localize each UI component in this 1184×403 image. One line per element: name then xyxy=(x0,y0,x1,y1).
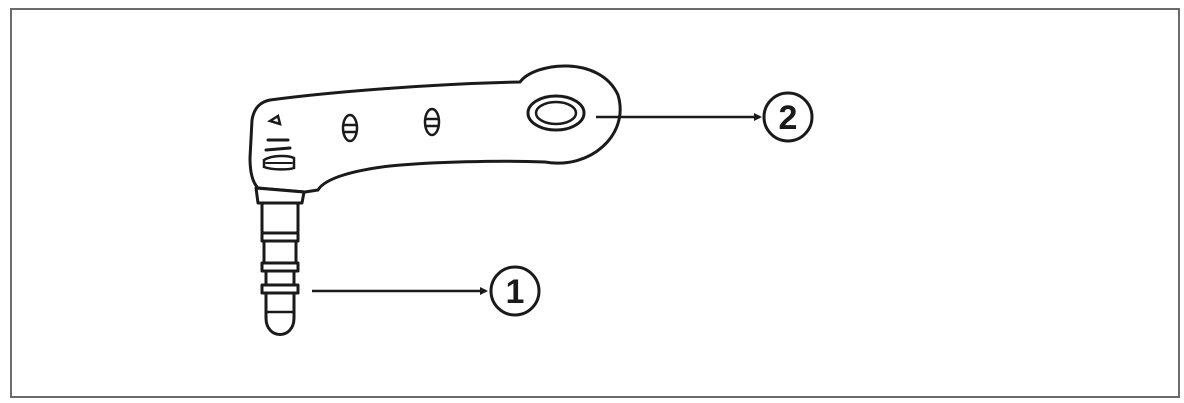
plug-sleeve xyxy=(260,201,300,235)
callout-1: 1 xyxy=(312,265,541,317)
callout-1-label: 1 xyxy=(506,273,525,311)
callout-1-circle xyxy=(489,265,541,317)
ring-hole xyxy=(526,94,586,132)
adapter-body xyxy=(248,64,622,194)
callout-2-circle xyxy=(762,91,814,143)
diagram-frame xyxy=(10,8,1180,398)
plug-tip xyxy=(264,291,296,336)
arm-indicator-left xyxy=(341,113,359,143)
plug-neck xyxy=(264,269,296,287)
arm-indicators xyxy=(341,107,441,143)
plug-ring xyxy=(262,239,298,265)
plug-collar xyxy=(254,186,306,205)
callout-1-arrowhead xyxy=(480,287,488,295)
arm-indicator-right xyxy=(423,107,441,137)
jack-plug xyxy=(254,186,306,336)
callout-2-label: 2 xyxy=(779,99,798,137)
callout-2: 2 xyxy=(596,91,814,143)
head-markings xyxy=(262,114,296,171)
adapter-arm-outline xyxy=(248,64,622,194)
callout-2-arrowhead xyxy=(754,113,762,121)
